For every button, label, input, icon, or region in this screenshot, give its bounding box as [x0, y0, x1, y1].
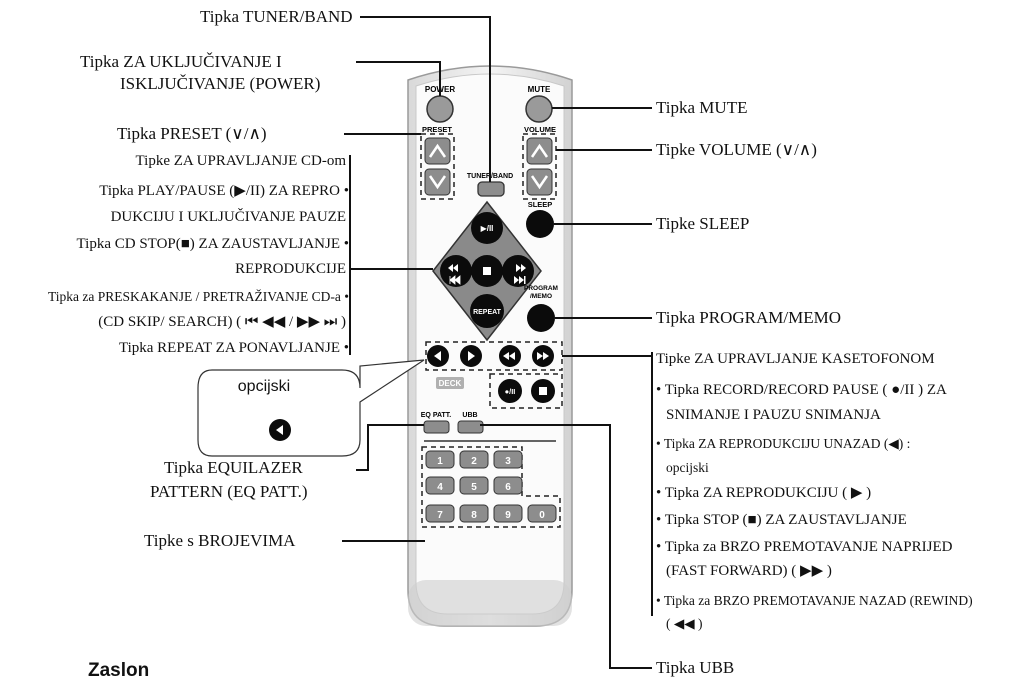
mute-label: MUTE	[528, 85, 551, 94]
tuner-band-button[interactable]	[477, 181, 505, 197]
number-button-3[interactable]: 3	[493, 450, 523, 469]
label-ubb: Tipka UBB	[656, 658, 735, 677]
volume-down-button[interactable]	[526, 168, 553, 196]
optional-callout	[197, 359, 425, 457]
eq-patt-button[interactable]	[423, 420, 450, 434]
label-tape-2: • Tipka RECORD/RECORD PAUSE ( ●/II ) ZA	[656, 382, 947, 398]
number-button-label: 4	[437, 482, 443, 493]
play-pause-button[interactable]: ▶/II	[471, 212, 503, 244]
label-tape-4: • Tipka ZA REPRODUKCIJU UNAZAD (◀) :	[656, 436, 911, 451]
preset-down-button[interactable]	[424, 168, 451, 196]
deck-badge: DECK	[436, 377, 464, 389]
number-button-label: 8	[471, 510, 477, 521]
label-eq-1: Tipka EQUILAZER	[164, 458, 303, 477]
stop-button[interactable]	[471, 255, 503, 287]
tape-rewind-button[interactable]	[499, 345, 521, 367]
number-button-label: 9	[505, 510, 511, 521]
number-button-5[interactable]: 5	[459, 476, 489, 495]
label-program: Tipka PROGRAM/MEMO	[656, 308, 841, 327]
volume-label: VOLUME	[524, 125, 556, 134]
number-button-7[interactable]: 7	[425, 504, 455, 523]
number-button-6[interactable]: 6	[493, 476, 523, 495]
label-mute: Tipka MUTE	[656, 98, 748, 117]
number-button-2[interactable]: 2	[459, 450, 489, 469]
tape-stop-button[interactable]	[531, 379, 555, 403]
label-tape-5: opcijski	[666, 460, 709, 475]
label-cd-6: Tipka za PRESKAKANJE / PRETRAŽIVANJE CD-…	[48, 289, 349, 304]
number-button-0[interactable]: 0	[527, 504, 557, 523]
number-button-1[interactable]: 1	[425, 450, 455, 469]
power-button[interactable]	[426, 95, 454, 123]
label-tape-10: • Tipka za BRZO PREMOTAVANJE NAZAD (REWI…	[656, 593, 973, 608]
number-button-label: 0	[539, 510, 545, 521]
label-numbers: Tipke s BROJEVIMA	[144, 531, 296, 550]
skip-back-button[interactable]	[440, 255, 472, 287]
section-heading: Zaslon	[88, 660, 150, 681]
number-button-label: 1	[437, 456, 443, 467]
label-tape-9: (FAST FORWARD) ( ▶▶ )	[666, 563, 832, 579]
label-cd-2: Tipka PLAY/PAUSE (▶/II) ZA REPRO •	[99, 183, 349, 199]
preset-label: PRESET	[422, 125, 452, 134]
tape-fast-forward-button[interactable]	[532, 345, 554, 367]
label-tape-11: ( ◀◀ )	[666, 616, 703, 631]
label-cd-3: DUKCIJU I UKLJUČIVANJE PAUZE	[110, 209, 346, 225]
skip-forward-button[interactable]	[502, 255, 534, 287]
program-label-2: /MEMO	[530, 293, 552, 300]
number-button-4[interactable]: 4	[425, 476, 455, 495]
label-power-2: ISKLJUČIVANJE (POWER)	[120, 74, 321, 93]
number-button-label: 6	[505, 482, 511, 493]
ubb-label: UBB	[462, 412, 477, 419]
program-label-1: PROGRAM	[524, 285, 558, 292]
tape-record-pause-button[interactable]: ●/II	[498, 379, 522, 403]
number-button-label: 3	[505, 456, 511, 467]
mute-button[interactable]	[525, 95, 553, 123]
number-button-label: 7	[437, 510, 443, 521]
label-tape-3: SNIMANJE I PAUZU SNIMANJA	[666, 407, 881, 423]
label-tape-1: Tipke ZA UPRAVLJANJE KASETOFONOM	[656, 351, 935, 367]
label-cd-8: Tipka REPEAT ZA PONAVLJANJE •	[118, 340, 349, 356]
label-tape-7: • Tipka STOP (■) ZA ZAUSTAVLJANJE	[656, 512, 907, 528]
ubb-button[interactable]	[457, 420, 484, 434]
label-volume: Tipke VOLUME (∨/∧)	[656, 140, 817, 159]
svg-text:REPEAT: REPEAT	[473, 309, 502, 316]
volume-up-button[interactable]	[526, 137, 553, 165]
number-button-label: 5	[471, 482, 477, 493]
sleep-label: SLEEP	[528, 200, 553, 209]
label-cd-7: (CD SKIP/ SEARCH) ( ⏮ ◀◀ / ▶▶ ⏭ )	[98, 314, 346, 330]
svg-text:▶/II: ▶/II	[481, 224, 494, 233]
preset-up-button[interactable]	[424, 137, 451, 165]
label-tuner-band: Tipka TUNER/BAND	[200, 7, 353, 26]
svg-text:DECK: DECK	[439, 379, 462, 388]
label-eq-2: PATTERN (EQ PATT.)	[150, 482, 308, 501]
leader-lines	[342, 16, 653, 669]
svg-text:●/II: ●/II	[505, 387, 516, 396]
label-preset: Tipka PRESET (∨/∧)	[117, 124, 267, 143]
program-memo-button[interactable]	[527, 304, 555, 332]
sleep-button[interactable]	[526, 210, 554, 238]
label-cd-4: Tipka CD STOP(■) ZA ZAUSTAVLJANJE •	[76, 236, 349, 252]
label-cd-1: Tipke ZA UPRAVLJANJE CD-om	[135, 153, 346, 169]
number-button-label: 2	[471, 456, 477, 467]
label-power-1: Tipka ZA UKLJUČIVANJE I	[80, 52, 282, 71]
number-button-9[interactable]: 9	[493, 504, 523, 523]
label-tape-8: • Tipka za BRZO PREMOTAVANJE NAPRIJED	[656, 539, 953, 555]
tape-play-button[interactable]	[460, 345, 482, 367]
tape-reverse-play-button[interactable]	[427, 345, 449, 367]
label-tape-6: • Tipka ZA REPRODUKCIJU ( ▶ )	[656, 485, 872, 501]
repeat-button[interactable]: REPEAT	[470, 294, 504, 328]
number-button-8[interactable]: 8	[459, 504, 489, 523]
eq-patt-label: EQ PATT.	[421, 412, 452, 419]
label-sleep: Tipke SLEEP	[656, 214, 750, 233]
label-cd-5: REPRODUKCIJE	[235, 261, 346, 277]
callout-text: opcijski	[237, 378, 291, 395]
